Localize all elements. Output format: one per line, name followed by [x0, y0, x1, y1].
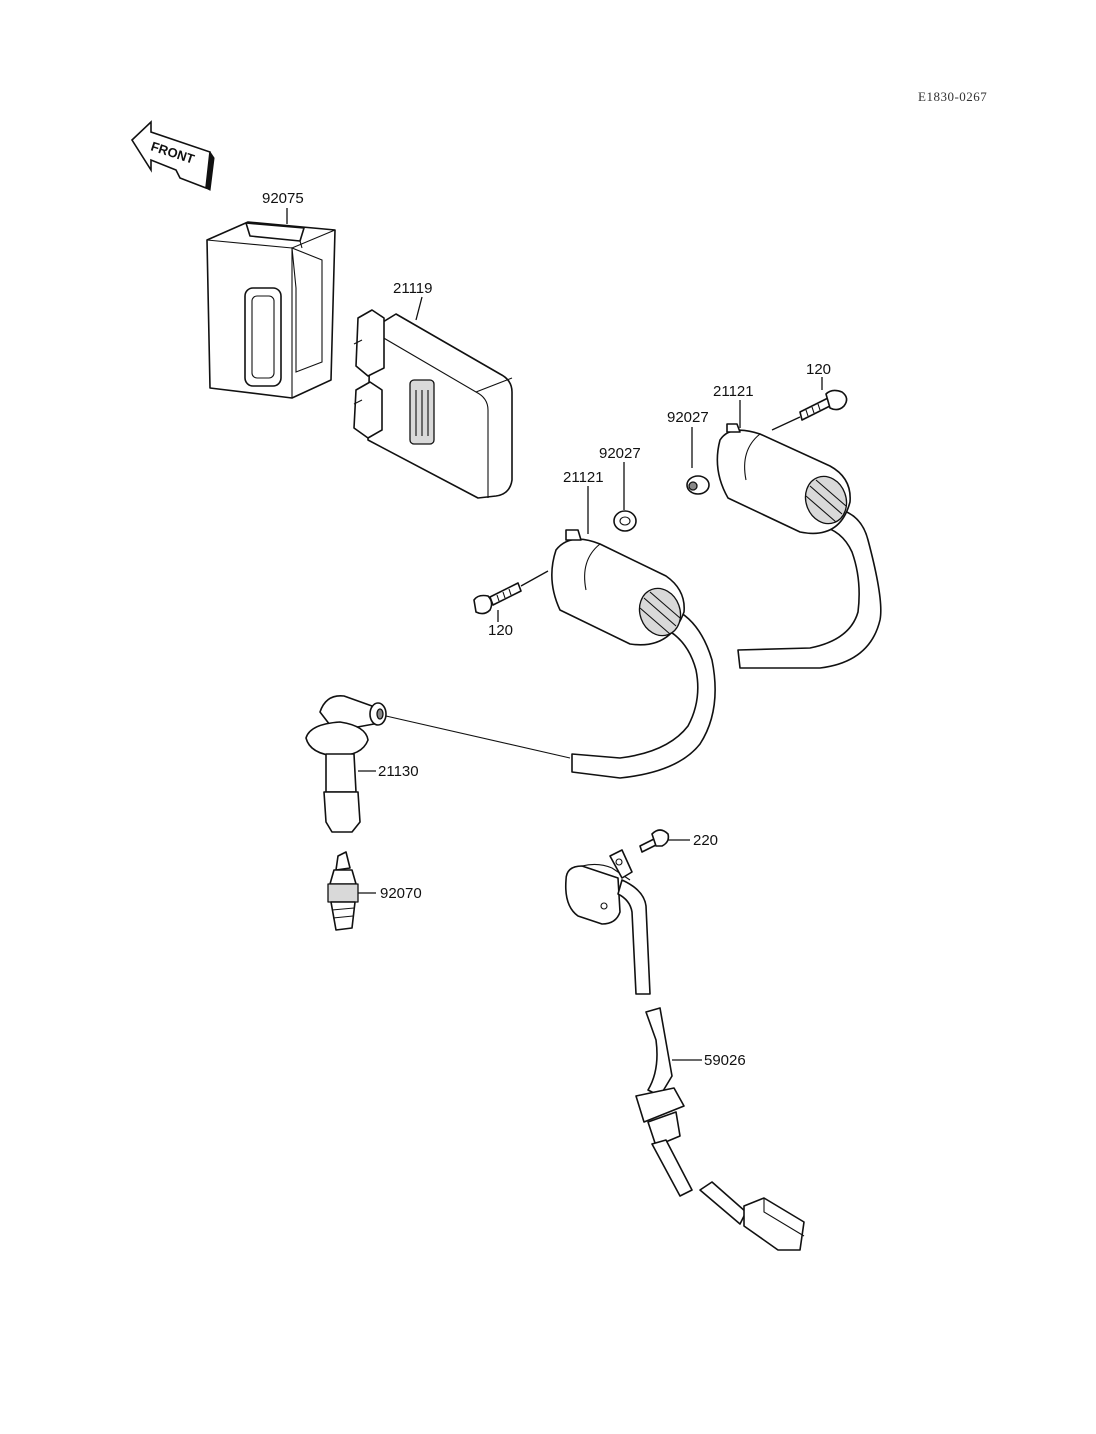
callout-92027-left: 92027	[599, 445, 641, 462]
coil-bolt-left	[473, 582, 522, 615]
spark-plug-cap	[305, 695, 571, 833]
coil-bolt-right	[799, 389, 848, 421]
pickup-screw	[639, 829, 670, 853]
igniter-cover	[206, 221, 336, 399]
igniter-unit	[353, 309, 513, 499]
ignition-coil-left	[551, 529, 716, 779]
coil-collar-right	[686, 475, 710, 495]
callout-220: 220	[693, 832, 718, 849]
callout-92075: 92075	[262, 190, 304, 207]
coil-collar-left	[613, 510, 637, 532]
pickup-coil	[564, 849, 633, 925]
callout-120-left: 120	[488, 622, 513, 639]
callout-21130: 21130	[378, 763, 419, 780]
callout-21121-right: 21121	[713, 383, 754, 400]
front-arrow: FRONT	[130, 120, 215, 191]
pickup-wiring-harness	[617, 879, 805, 1251]
callout-21119: 21119	[393, 280, 433, 297]
callout-92027-right: 92027	[667, 409, 709, 426]
callout-120-right: 120	[806, 361, 831, 378]
ignition-coil-right	[716, 423, 882, 669]
spark-plug	[327, 851, 359, 931]
callout-59026: 59026	[704, 1052, 746, 1069]
drawing-code: E1830-0267	[918, 89, 987, 104]
callout-92070: 92070	[380, 885, 422, 902]
callout-21121-left: 21121	[563, 469, 604, 486]
